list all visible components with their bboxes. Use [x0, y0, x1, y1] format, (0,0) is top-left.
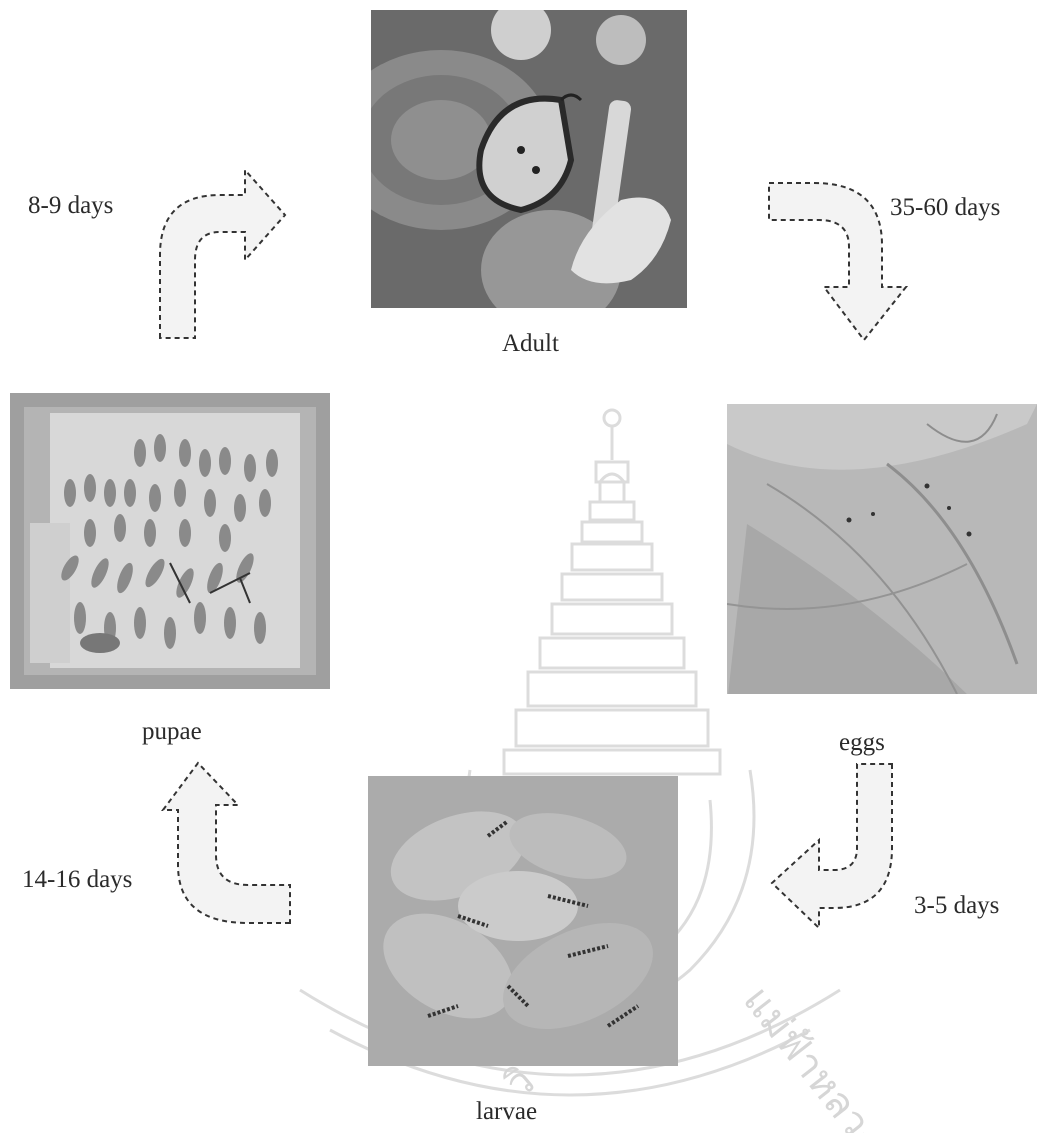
eggs-on-leaf-photo	[727, 404, 1037, 694]
stage-label-larvae: larvae	[476, 1098, 537, 1126]
duration-adult-to-eggs: 35-60 days	[890, 194, 1000, 222]
arrow-pupae-to-adult	[150, 160, 290, 345]
duration-eggs-to-larvae: 3-5 days	[914, 892, 999, 920]
arrow-eggs-to-larvae	[764, 758, 899, 933]
duration-larvae-to-pupae: 14-16 days	[22, 866, 132, 894]
stage-label-adult: Adult	[502, 330, 559, 358]
arrow-larvae-to-pupae	[158, 755, 298, 930]
stage-label-pupae: pupae	[142, 718, 202, 746]
duration-pupae-to-adult: 8-9 days	[28, 192, 113, 220]
svg-text:แม่ฟ้าหลวง: แม่ฟ้าหลวง	[734, 978, 891, 1133]
stage-label-eggs: eggs	[839, 729, 885, 757]
adult-butterfly-photo	[371, 10, 687, 308]
pupae-photo	[10, 393, 330, 689]
larvae-on-leaves-photo	[368, 776, 678, 1066]
